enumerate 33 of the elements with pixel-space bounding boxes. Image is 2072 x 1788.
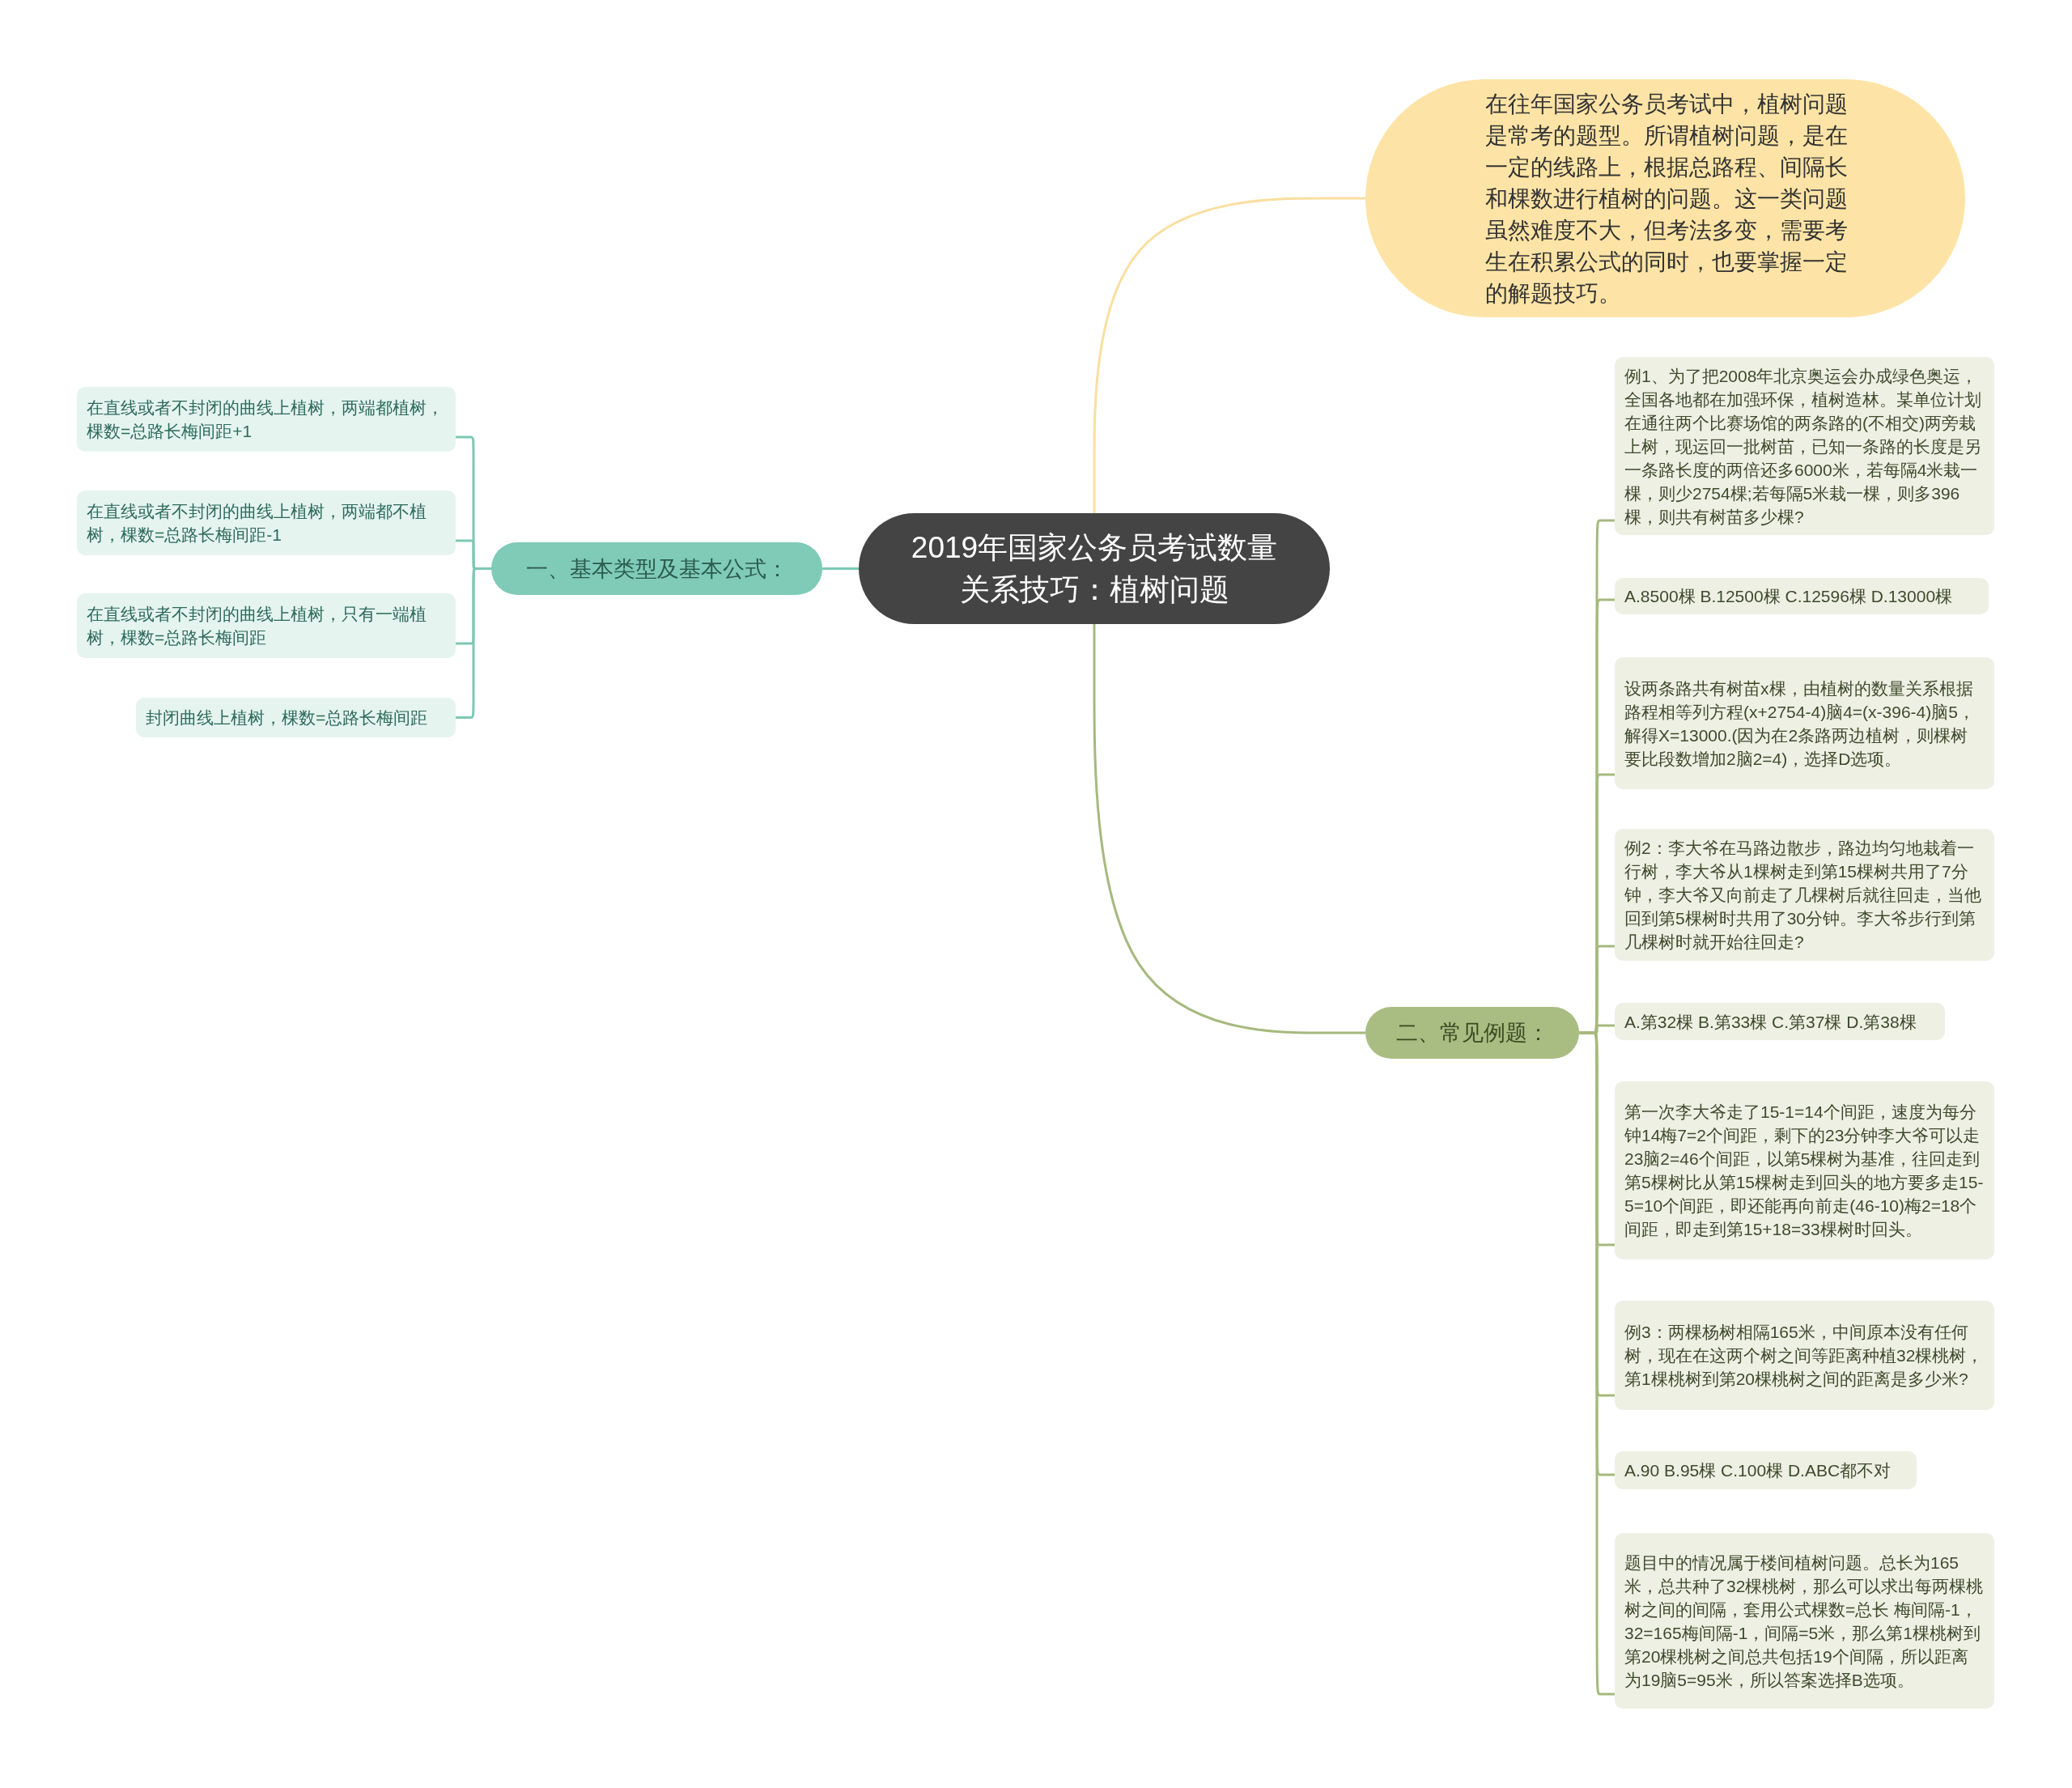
- formula-card: [77, 387, 456, 452]
- example-card: [1615, 1533, 1994, 1709]
- branch-label: 二、常见例题：: [1395, 1020, 1549, 1047]
- example-card: [1615, 1003, 1945, 1040]
- solution-text: 题目中的情况属于楼间植树问题。总长为165米，总共种了32棵桃树，那么可以求出每两棵桃树之间的间隔，套用公式棵数=总长 梅间隔-1，32=165梅间隔-1，间隔=5米，那么第1棵桃树到第20棵桃树之间总共包括19个间隔，所以距离为19脑5=95米，所以答案选择B选项。: [1624, 1552, 1985, 1691]
- branch-label: 一、基本类型及基本公式：: [525, 555, 788, 583]
- formula-text: 在直线或者不封闭的曲线上植树，两端都不植树，棵数=总路长梅间距-1: [87, 501, 427, 546]
- topic-text: 2019年国家公务员考试数量关系技巧：植树问题: [910, 529, 1279, 608]
- question-text: 例2：李大爷在马路边散步，路边均匀地栽着一行树，李大爷从1棵树走到第15棵树共用了7分钟，李大爷又向前走了几棵树后就往回走，当他回到第5棵树时共用了30分钟。李大爷步行到第几棵树时就开始往回走?: [1624, 838, 1982, 953]
- formula-text: 在直线或者不封闭的曲线上植树，只有一端植树，棵数=总路长梅间距: [87, 604, 427, 648]
- example-card: [1615, 657, 1994, 789]
- formula-card: [77, 491, 456, 555]
- options-text: A.90 B.95棵 C.100棵 D.ABC都不对: [1624, 1460, 1892, 1481]
- question-text: 例1、为了把2008年北京奥运会办成绿色奥运，全国各地都在加强环保，植树造林。某单位计划在通往两个比赛场馆的两条路的(不相交)两旁栽上树，现运回一批树苗，已知一条路的长度是另一条路长度的两倍还多6000米，若每隔4米栽一棵，则少2754棵;若每隔5米栽一棵，则多396棵，则共有树苗多少棵?: [1624, 365, 1982, 528]
- example-card: [1615, 829, 1994, 961]
- example-card: [1615, 578, 1989, 614]
- options-text: A.第32棵 B.第33棵 C.第37棵 D.第38棵: [1624, 1011, 1917, 1033]
- example-card: [1615, 1081, 1994, 1259]
- connector-line: [1093, 197, 1367, 515]
- solution-text: 第一次李大爷走了15-1=14个间距，速度为每分钟14梅7=2个间距，剩下的23分钟李大爷可以走23脑2=46个间距，以第5棵树为基准，往回走到第5棵树比从第15棵树走到回头的地方要多走15-5=10个间距，即还能再向前走(46-10)梅2=18个间距，即走到第15+18=33棵树时回头。: [1624, 1102, 1985, 1240]
- options-text: A.8500棵 B.12500棵 C.12596棵 D.13000棵: [1624, 586, 1953, 607]
- formula-card: [136, 698, 456, 737]
- connector-line: [456, 567, 491, 719]
- formula-text: 封闭曲线上植树，棵数=总路长梅间距: [146, 707, 428, 728]
- solution-text: 设两条路共有树苗x棵，由植树的数量关系根据路程相等列方程(x+2754-4)脑4=(x-396-4)脑5，解得X=13000.(因为在2条路两边植树，则棵树要比段数增加2脑2=4)，选择D选项。: [1624, 677, 1976, 770]
- example-card: [1615, 1301, 1994, 1410]
- connector-line: [1093, 622, 1367, 1034]
- question-text: 例3：两棵杨树相隔165米，中间原本没有任何树，现在在这两个树之间等距离种植32棵桃树，第1棵桃树到第20棵桃树之间的距离是多少米?: [1624, 1322, 1985, 1390]
- example-card: [1615, 1451, 1917, 1489]
- formula-text: 在直线或者不封闭的曲线上植树，两端都植树，棵数=总路长梅间距+1: [87, 397, 444, 442]
- connector-line: [822, 567, 859, 570]
- formula-card: [77, 593, 456, 658]
- intro-text: 在往年国家公务员考试中，植树问题是常考的题型。所谓植树问题，是在一定的线路上，根据总路程、间隔长和棵数进行植树的问题。这一类问题虽然难度不大，但考法多变，需要考生在积累公式的同时，也要掌握一定的解题技巧。: [1485, 90, 1849, 308]
